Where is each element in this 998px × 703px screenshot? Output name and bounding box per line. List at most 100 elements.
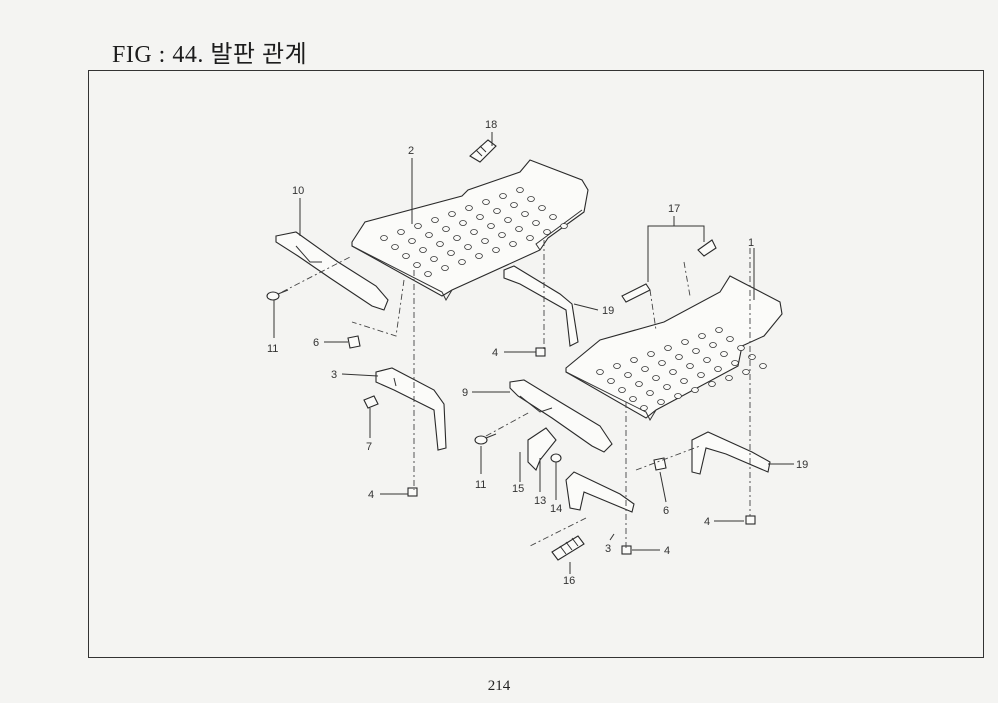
left-plate-hole: [414, 223, 422, 229]
left-plate-hole: [504, 217, 512, 223]
bolt-11-right: [474, 433, 497, 445]
right-plate-hole: [715, 327, 723, 333]
callout-1: 1: [748, 237, 754, 249]
right-plate-hole: [725, 375, 733, 381]
right-plate-hole: [686, 363, 694, 369]
left-plate-hole: [509, 241, 517, 247]
callout-15: 15: [512, 483, 524, 495]
callout-6-left: 6: [313, 337, 319, 349]
assembly-lines: [281, 240, 751, 548]
left-plate-hole: [436, 241, 444, 247]
callout-7: 7: [366, 441, 372, 453]
callout-labels: 1 2 3 3 4 4 4 4 6 6 7 9 10 11 11 13 14 1…: [267, 119, 808, 587]
callout-13: 13: [534, 495, 546, 507]
lever-13: [527, 427, 557, 471]
left-plate-hole: [492, 247, 500, 253]
right-plate-hole: [720, 351, 728, 357]
nut-6-right: [653, 457, 667, 471]
callout-17: 17: [668, 203, 680, 215]
left-plate-hole: [532, 220, 540, 226]
left-plate-hole: [391, 244, 399, 250]
figure-title: FIG : 44. 발판 관계: [112, 42, 308, 68]
screw-17: [621, 239, 717, 303]
right-plate-hole: [697, 372, 705, 378]
left-plate-hole: [380, 235, 388, 241]
right-plate-hole: [669, 369, 677, 375]
bolt-11-left: [266, 289, 289, 301]
callout-18: 18: [485, 119, 497, 131]
left-plate-hole: [493, 208, 501, 214]
left-plate-hole: [482, 199, 490, 205]
lower-bracket-19: [691, 431, 771, 475]
callout-9: 9: [462, 387, 468, 399]
callout-14: 14: [550, 503, 562, 515]
left-plate-hole: [441, 265, 449, 271]
drawing-frame: [88, 70, 984, 658]
callout-16: 16: [563, 575, 575, 587]
right-plate-hole: [635, 381, 643, 387]
left-plate-hole: [470, 229, 478, 235]
left-plate-hole: [543, 229, 551, 235]
left-plate-hole: [527, 196, 535, 202]
callout-4-center: 4: [664, 545, 670, 557]
left-plate-hole: [430, 256, 438, 262]
bolt-4-b: [407, 487, 418, 497]
nut-6-left: [347, 335, 361, 349]
left-foot-guard: [275, 231, 389, 311]
right-plate-hole: [652, 375, 660, 381]
right-plate-hole: [709, 342, 717, 348]
left-plate-hole: [538, 205, 546, 211]
callout-19-lower: 19: [796, 459, 808, 471]
right-plate-hole: [680, 378, 688, 384]
left-plate-hole: [475, 253, 483, 259]
right-lower-bracket: [565, 471, 635, 513]
right-plate-hole: [708, 381, 716, 387]
left-plate-hole: [515, 226, 523, 232]
nut-14: [550, 453, 562, 463]
right-plate-hole: [714, 366, 722, 372]
right-plate-hole: [629, 396, 637, 402]
right-plate-hole: [596, 369, 604, 375]
left-plate-hole: [498, 232, 506, 238]
right-plate-hole: [640, 405, 648, 411]
left-plate-hole: [402, 253, 410, 259]
left-plate-hole: [499, 193, 507, 199]
left-plate-hole: [526, 235, 534, 241]
callout-3-left: 3: [331, 369, 337, 381]
callout-6-right: 6: [663, 505, 669, 517]
right-foot-guard: [509, 379, 613, 453]
left-plate-hole: [424, 271, 432, 277]
left-plate-hole: [425, 232, 433, 238]
right-plate-hole: [630, 357, 638, 363]
left-plate-hole: [447, 250, 455, 256]
callout-11-left: 11: [267, 343, 278, 355]
upper-bracket-19: [503, 265, 579, 347]
callout-2: 2: [408, 145, 414, 157]
left-plate-hole: [459, 220, 467, 226]
left-plate-hole: [442, 226, 450, 232]
right-plate-hole: [613, 363, 621, 369]
left-bracket: [375, 367, 447, 451]
left-plate-hole: [397, 229, 405, 235]
left-plate-hole: [521, 211, 529, 217]
left-plate-hole: [413, 262, 421, 268]
right-plate-hole: [664, 345, 672, 351]
right-plate-hole: [641, 366, 649, 372]
right-plate-hole: [624, 372, 632, 378]
right-plate-hole: [726, 336, 734, 342]
screw-7: [363, 395, 379, 409]
bolt-4-d: [745, 515, 756, 525]
right-plate-hole: [658, 360, 666, 366]
bolt-4-a: [535, 347, 546, 357]
right-plate-hole: [692, 348, 700, 354]
callout-11-right: 11: [475, 479, 486, 491]
left-plate-hole: [464, 244, 472, 250]
screw-18: [469, 139, 497, 163]
left-plate-hole: [476, 214, 484, 220]
left-plate-hole: [516, 187, 524, 193]
callout-4-left: 4: [368, 489, 374, 501]
left-plate-hole: [465, 205, 473, 211]
left-plate-hole: [487, 223, 495, 229]
right-plate-hole: [607, 378, 615, 384]
callout-10: 10: [292, 185, 304, 197]
